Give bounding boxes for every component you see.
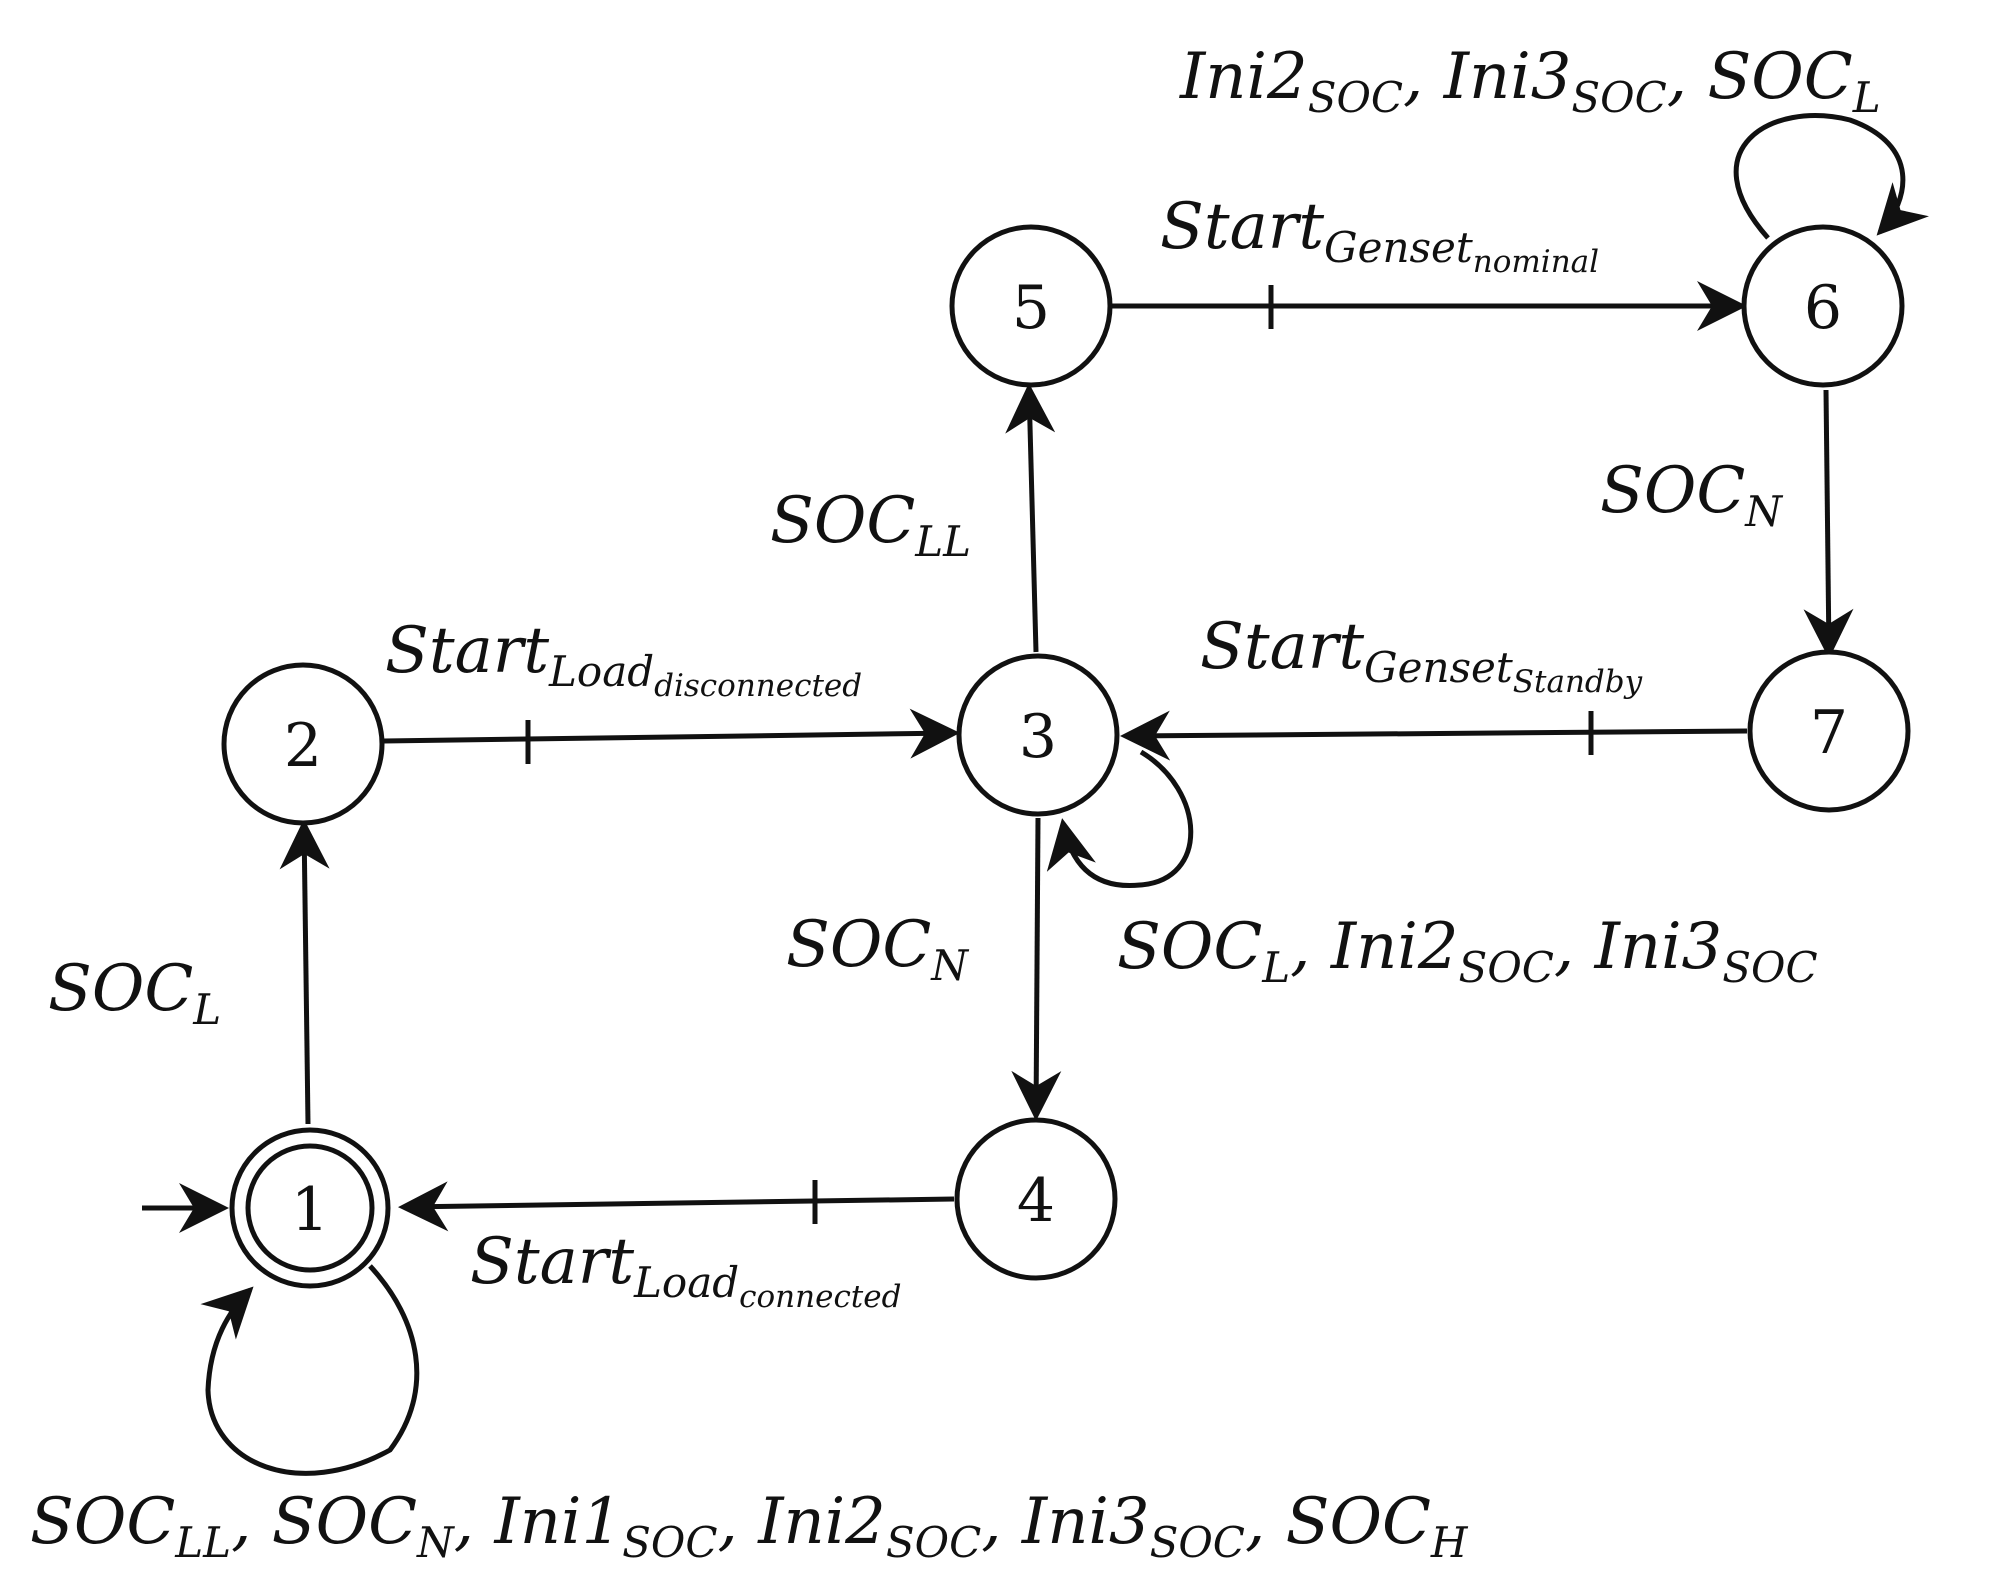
label-part: Start <box>470 1225 634 1299</box>
label-edge-7-to-3: StartGensetStandby <box>1200 610 1643 700</box>
label-part: Standby <box>1513 664 1643 700</box>
label-part: , SOC <box>1667 40 1853 114</box>
label-edge-1-to-2: SOCL <box>48 952 221 1034</box>
state-7-label: 7 <box>1810 698 1848 768</box>
label-part: Genset <box>1364 643 1513 692</box>
state-2[interactable]: 2 <box>221 662 385 826</box>
label-part: Ini2 <box>1179 40 1308 114</box>
label-part: Start <box>385 614 549 688</box>
self-loop-6 <box>1733 113 1930 240</box>
label-part: , Ini3 <box>1554 910 1722 984</box>
label-self-loop-6: Ini2SOC, Ini3SOC, SOCL <box>1179 40 1881 122</box>
state-4-label: 4 <box>1017 1166 1055 1236</box>
label-edge-2-to-3: StartLoaddisconnected <box>385 614 862 704</box>
state-5[interactable]: 5 <box>949 224 1113 388</box>
label-part: , Ini2 <box>1290 910 1458 984</box>
label-part: , Ini3 <box>981 1485 1149 1559</box>
label-edge-3-to-5: SOCLL <box>770 484 971 566</box>
state-1[interactable]: 1 <box>229 1127 391 1289</box>
state-5-label: 5 <box>1012 273 1050 343</box>
label-part: Load <box>633 1258 739 1307</box>
label-part: connected <box>739 1279 901 1315</box>
label-part: SOC <box>786 908 931 982</box>
label-part: H <box>1430 1518 1469 1567</box>
edge-4-to-1 <box>398 1181 955 1232</box>
label-part: , Ini3 <box>1403 40 1571 114</box>
label-part: Start <box>1160 190 1324 264</box>
label-part: L <box>1852 73 1881 122</box>
label-edge-5-to-6: StartGensetnominal <box>1160 190 1599 280</box>
label-part: disconnected <box>654 668 862 704</box>
label-part: SOC <box>30 1485 175 1559</box>
self-loop-1 <box>200 1264 420 1476</box>
self-loop-3 <box>1046 749 1194 889</box>
label-part: nominal <box>1473 244 1599 280</box>
edge-7-to-3 <box>1120 710 1748 761</box>
label-part: , SOC <box>1245 1485 1431 1559</box>
label-self-loop-1: SOCLL, SOCN, Ini1SOC, Ini2SOC, Ini3SOC, … <box>30 1485 1469 1567</box>
edge-3-to-5 <box>1005 383 1056 653</box>
label-part: SOC <box>622 1518 717 1567</box>
label-part: Load <box>548 647 654 696</box>
state-2-label: 2 <box>284 711 322 781</box>
label-part: N <box>1744 487 1783 536</box>
state-1-label: 1 <box>291 1175 329 1245</box>
label-self-loop-3: SOCL, Ini2SOC, Ini3SOC <box>1117 910 1818 992</box>
state-3-label: 3 <box>1019 702 1057 772</box>
edge-2-to-3 <box>383 708 960 759</box>
label-part: SOC <box>48 952 193 1026</box>
label-edge-3-to-4: SOCN <box>786 908 969 990</box>
label-part: SOC <box>1117 910 1262 984</box>
label-part: N <box>416 1518 455 1567</box>
label-part: L <box>1261 943 1290 992</box>
label-part: , SOC <box>231 1485 417 1559</box>
label-edge-6-to-7: SOCN <box>1600 454 1783 536</box>
label-part: Start <box>1200 610 1364 684</box>
state-3[interactable]: 3 <box>956 653 1120 817</box>
label-part: SOC <box>1571 73 1666 122</box>
state-6-label: 6 <box>1804 273 1842 343</box>
label-part: Genset <box>1324 223 1473 272</box>
edge-1-to-2 <box>279 819 330 1125</box>
label-part: SOC <box>1308 73 1403 122</box>
label-part: SOC <box>770 484 915 558</box>
edge-6-to-7 <box>1803 389 1854 659</box>
label-part: SOC <box>1600 454 1745 528</box>
label-part: SOC <box>1722 943 1817 992</box>
label-part: , Ini1 <box>454 1485 622 1559</box>
state-4[interactable]: 4 <box>954 1117 1118 1281</box>
label-part: , Ini2 <box>718 1485 886 1559</box>
label-edge-4-to-1: StartLoadconnected <box>470 1225 901 1315</box>
state-6[interactable]: 6 <box>1741 224 1905 388</box>
state-7[interactable]: 7 <box>1747 649 1911 813</box>
label-part: LL <box>174 1518 231 1567</box>
label-part: SOC <box>886 1518 981 1567</box>
label-part: SOC <box>1459 943 1554 992</box>
label-part: SOC <box>1150 1518 1245 1567</box>
label-part: LL <box>914 517 971 566</box>
edge-3-to-4 <box>1011 817 1062 1121</box>
label-part: N <box>930 941 969 990</box>
label-part: L <box>192 985 221 1034</box>
